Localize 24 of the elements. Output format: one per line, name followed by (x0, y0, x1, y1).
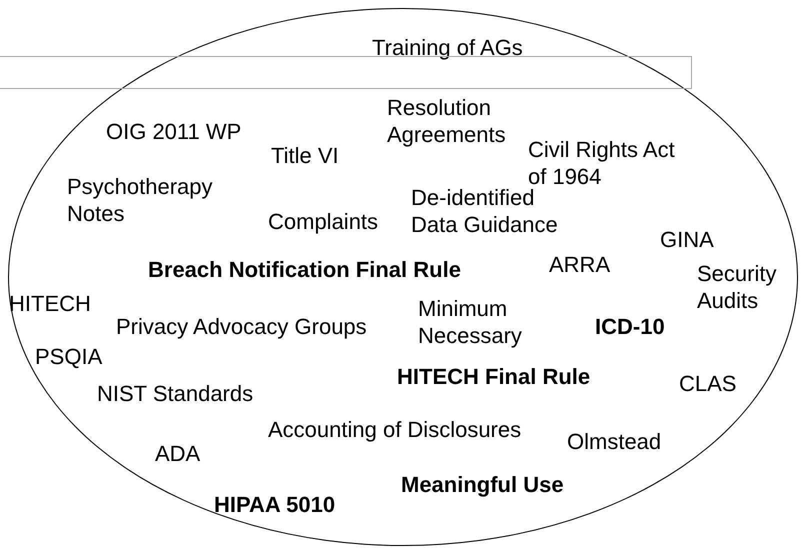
topic-label: Meaningful Use (401, 471, 564, 498)
topic-label: NIST Standards (97, 380, 254, 407)
topic-label: Psychotherapy Notes (67, 173, 214, 227)
topic-label: Minimum Necessary (418, 295, 523, 349)
topic-label: Security Audits (697, 260, 778, 314)
topic-label: Title VI (271, 142, 339, 169)
topic-label: Complaints (268, 208, 378, 235)
topic-label: Resolution Agreements (387, 94, 507, 148)
topic-label: HITECH Final Rule (397, 363, 590, 390)
topic-label: GINA (660, 226, 714, 253)
topic-label: HITECH (9, 290, 91, 317)
topic-label: Accounting of Disclosures (268, 416, 522, 443)
topic-label: ADA (155, 440, 200, 467)
topic-label: Olmstead (567, 428, 662, 455)
topic-label: Privacy Advocacy Groups (116, 313, 367, 340)
topic-label: Training of AGs (372, 34, 523, 61)
topic-label: HIPAA 5010 (214, 491, 336, 518)
topic-label: ARRA (549, 251, 610, 278)
topic-label: CLAS (679, 370, 736, 397)
topic-label: PSQIA (35, 343, 102, 370)
topic-label: ICD-10 (595, 313, 665, 340)
topic-label: Breach Notification Final Rule (148, 256, 461, 283)
topic-ellipse (8, 8, 798, 546)
topic-label: OIG 2011 WP (106, 118, 242, 145)
